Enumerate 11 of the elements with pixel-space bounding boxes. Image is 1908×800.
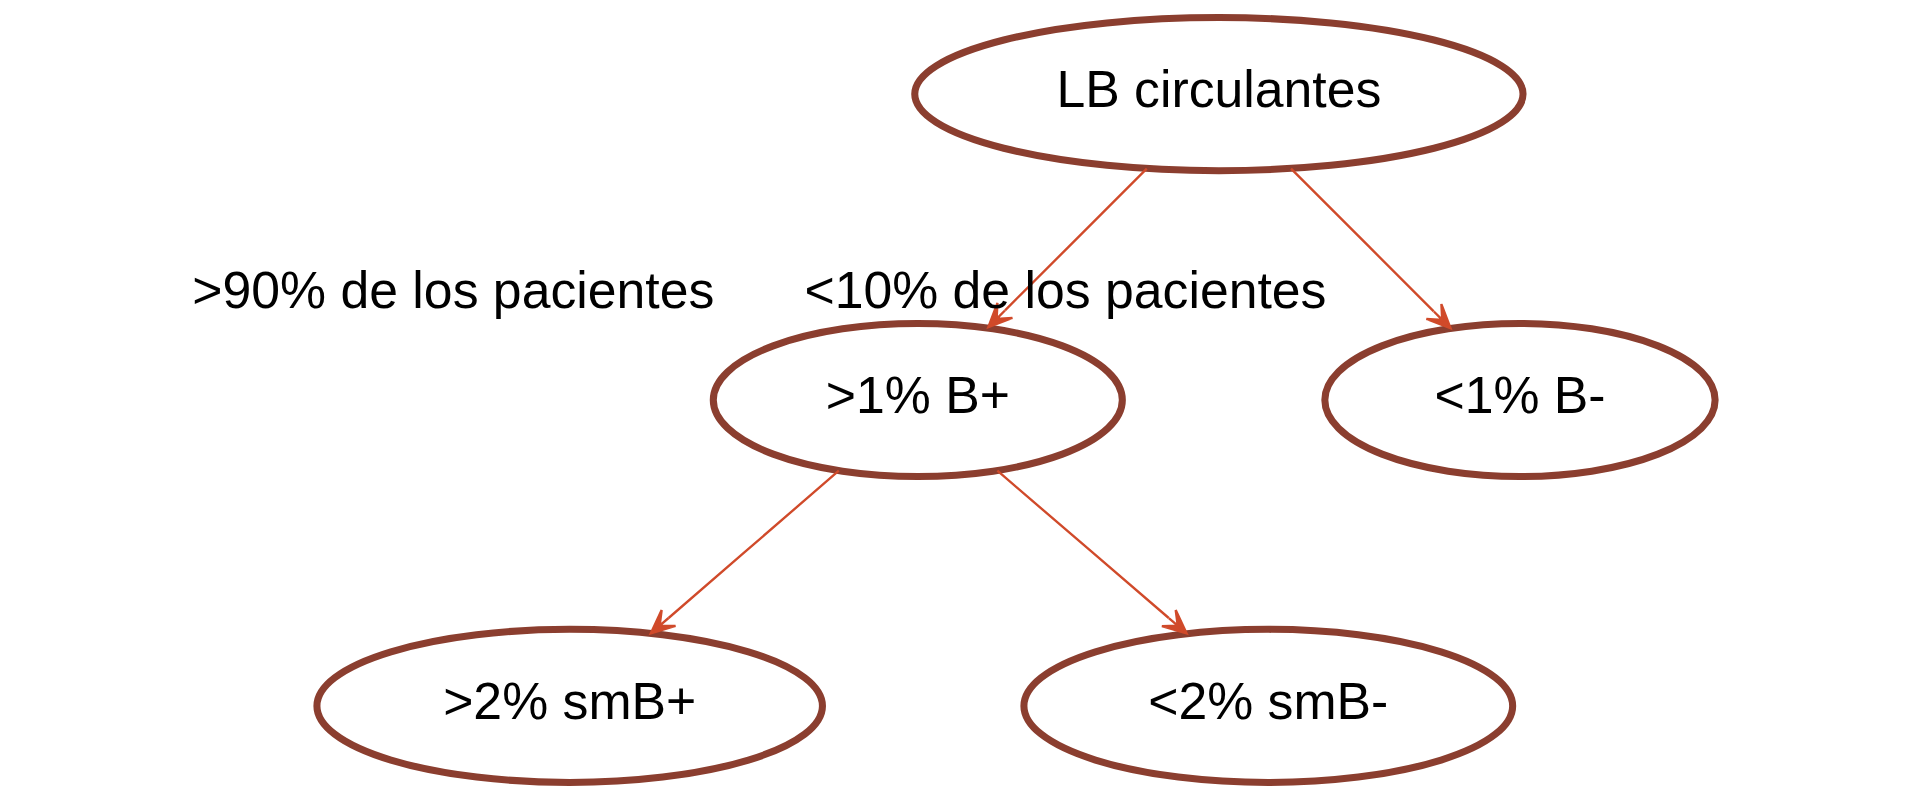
node-ellipse: <1% B- [1321, 319, 1719, 481]
node-ellipse: >2% smB+ [313, 625, 826, 786]
arrow [1290, 167, 1452, 330]
arrow [649, 469, 840, 635]
node-ellipse: LB circulantes [911, 14, 1527, 175]
arrow [987, 167, 1148, 329]
node-label: >90% de los pacientes [192, 261, 715, 320]
node-ellipse: <2% smB- [1020, 625, 1517, 786]
node-ellipse: >1% B+ [709, 319, 1126, 481]
node-label: <10% de los pacientes [804, 261, 1327, 320]
arrow [996, 469, 1188, 635]
